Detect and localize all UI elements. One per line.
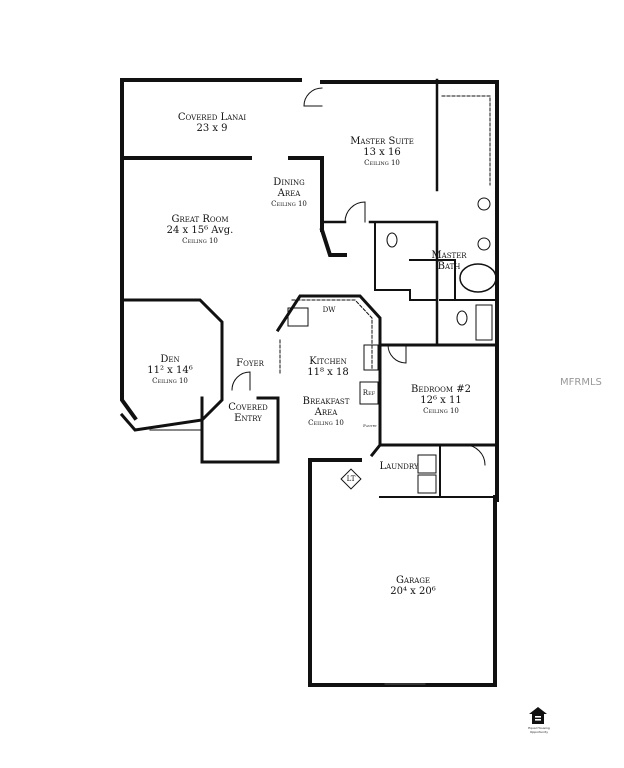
wall-den (119, 298, 224, 432)
room-great-room: Great Room 24 x 15⁶ Avg. Ceiling 10 (167, 214, 234, 247)
room-name: Bath (437, 261, 461, 272)
room-ceiling: Ceiling 10 (423, 407, 459, 415)
room-dims: 11² x 14⁶ (147, 365, 193, 376)
room-covered-entry: Covered Entry (228, 402, 267, 424)
dryer (417, 474, 437, 494)
room-name: Area (314, 407, 338, 418)
washer (417, 454, 437, 474)
stove (363, 344, 379, 371)
fridge (359, 381, 379, 405)
room-name: Great Room (171, 214, 229, 225)
room-name: Kitchen (309, 356, 347, 367)
room-name: Covered Lanai (177, 112, 247, 123)
room-den: Den 11² x 14⁶ Ceiling 10 (147, 354, 192, 387)
room-name: Master Suite (350, 136, 414, 147)
lt-box (340, 468, 362, 490)
wall-master (320, 78, 439, 347)
wall-garage (308, 458, 497, 687)
room-name: Master (431, 250, 467, 261)
wall-lanai (120, 156, 347, 257)
room-name: Entry (234, 413, 262, 424)
pantry-label: Pantry (363, 423, 377, 428)
wall-laundry (379, 444, 498, 498)
sink (477, 237, 491, 251)
toilet (456, 310, 468, 326)
room-name: Breakfast (302, 396, 350, 407)
watermark: MFRMLS (560, 377, 602, 388)
room-covered-lanai: Covered Lanai 23 x 9 (178, 112, 246, 134)
door-swings (231, 87, 486, 466)
room-master-bath: Master Bath (431, 250, 466, 272)
kitchen-sink (287, 307, 309, 327)
room-name: Dining (273, 177, 305, 188)
wall-bedroom2 (378, 343, 499, 447)
wall-outer (120, 78, 499, 502)
room-master-suite: Master Suite 13 x 16 Ceiling 10 (350, 136, 414, 169)
room-breakfast-area: Breakfast Area Ceiling 10 (303, 396, 350, 429)
room-dims: 11⁸ x 18 (307, 367, 349, 378)
room-name: Area (277, 188, 301, 199)
room-ceiling: Ceiling 10 (308, 419, 344, 427)
room-name: Bedroom #2 (411, 384, 471, 395)
room-dining-area: Dining Area Ceiling 10 (271, 177, 307, 210)
toilet (386, 232, 398, 248)
wall-kitchen (275, 294, 382, 458)
room-name: Laundry (379, 461, 419, 472)
room-dims: 20⁴ x 20⁶ (390, 586, 436, 597)
room-foyer: Foyer (236, 358, 264, 369)
bathtub (459, 263, 497, 293)
room-name: Garage (395, 575, 431, 586)
closet-dashed (279, 95, 491, 376)
room-dims: 12⁶ x 11 (420, 395, 462, 406)
equal-housing-text: Equal Housing Opportunity (528, 726, 550, 734)
room-name: Covered (228, 402, 268, 413)
equal-housing-icon (529, 707, 547, 724)
room-bedroom-2: Bedroom #2 12⁶ x 11 Ceiling 10 (411, 384, 471, 417)
room-ceiling: Ceiling 10 (271, 200, 307, 208)
sink (477, 197, 491, 211)
room-dims: 23 x 9 (196, 123, 228, 134)
room-ceiling: Ceiling 10 (152, 377, 188, 385)
room-garage: Garage 20⁴ x 20⁶ (390, 575, 435, 597)
bathtub2 (475, 304, 493, 341)
room-name: Den (160, 354, 180, 365)
fridge-label: Ref (362, 389, 376, 397)
room-name: Foyer (236, 358, 264, 369)
wall-entry (200, 396, 280, 464)
linen-label: LT (346, 475, 356, 483)
dishwasher-label: DW (322, 306, 336, 314)
room-dims: 24 x 15⁶ Avg. (166, 225, 234, 236)
wall-bath (374, 221, 498, 301)
room-ceiling: Ceiling 10 (364, 159, 400, 167)
room-dims: 13 x 16 (363, 147, 401, 158)
room-ceiling: Ceiling 10 (182, 237, 218, 245)
room-laundry: Laundry (379, 461, 418, 472)
room-kitchen: Kitchen 11⁸ x 18 (307, 356, 348, 378)
